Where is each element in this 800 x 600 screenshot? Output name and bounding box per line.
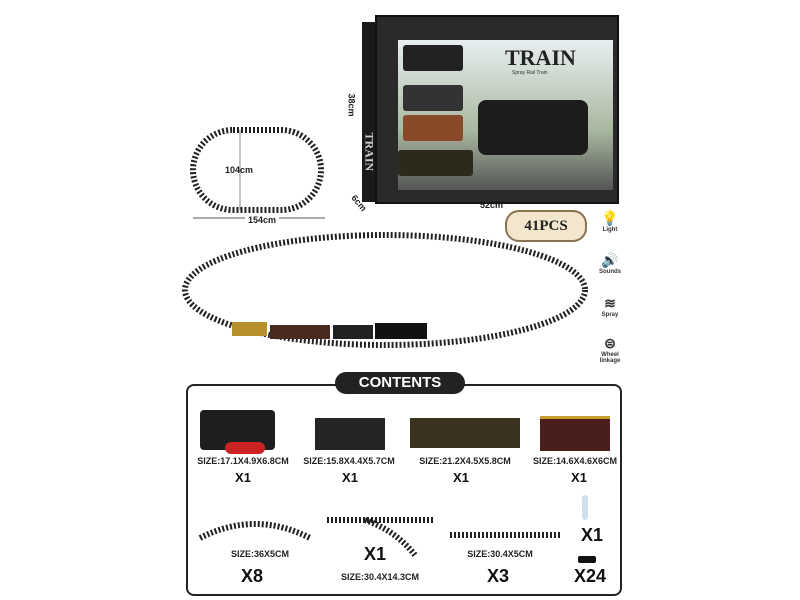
assembled-track: [182, 232, 588, 348]
layout-width: 154cm: [245, 215, 280, 225]
item-size: SIZE:14.6X4.6X6CM: [532, 456, 618, 466]
freight-car-image: [315, 418, 385, 450]
item-size: SIZE:36X5CM: [230, 549, 290, 559]
battery-connector-image: [578, 556, 596, 563]
coal-car-image: [270, 325, 330, 339]
item-qty: X1: [453, 470, 469, 485]
box-coal-car: [398, 150, 473, 176]
feature-sounds: 🔊Sounds: [595, 252, 625, 275]
box-passenger-car: [403, 115, 463, 141]
item-qty: X1: [580, 525, 604, 545]
wheel-icon: ⊜: [604, 335, 616, 351]
item-qty: X1: [363, 544, 387, 564]
box-width: 52cm: [480, 200, 504, 210]
box-subtitle: Spray Rail Train: [512, 70, 548, 76]
freight-car-image: [333, 325, 373, 339]
coal-car-image: [410, 418, 520, 448]
feature-spray: ≋Spray: [595, 295, 625, 318]
box-locomotive: [403, 45, 463, 71]
box-height: 38cm: [346, 93, 357, 117]
speaker-icon: 🔊: [601, 252, 619, 268]
box-side: TRAIN: [362, 22, 377, 202]
bulb-icon: 💡: [601, 210, 619, 226]
spray-icon: ≋: [604, 295, 616, 311]
item-qty: X3: [486, 566, 510, 586]
item-size: SIZE:21.2X4.5X5.8CM: [419, 456, 511, 466]
item-qty: X8: [240, 566, 264, 586]
feature-wheel-linkage: ⊜Wheel linkage: [595, 335, 625, 364]
box-engine-image: [478, 100, 588, 155]
straight-track-image: [450, 532, 560, 538]
item-size: SIZE:17.1X4.9X6.8CM: [197, 456, 289, 466]
item-size: SIZE:30.4X5CM: [467, 549, 533, 559]
passenger-car-image: [232, 322, 267, 336]
item-size: SIZE:15.8X4.4X5.7CM: [303, 456, 395, 466]
item-qty: X24: [573, 566, 607, 586]
contents-title: CONTENTS: [335, 372, 465, 394]
dropper-image: [582, 495, 588, 520]
box-freight-car: [403, 85, 463, 111]
piece-count-badge: 41PCS: [505, 210, 587, 242]
item-qty: X1: [235, 470, 251, 485]
feature-light: 💡Light: [595, 210, 625, 233]
switch-track-image: [327, 517, 435, 557]
box-art: [398, 40, 613, 190]
item-qty: X1: [342, 470, 358, 485]
box-title: TRAIN: [505, 45, 576, 70]
track-layout-diagram: [190, 127, 325, 219]
item-qty: X1: [571, 470, 587, 485]
passenger-car-image: [540, 416, 610, 451]
curved-track-image: [198, 521, 312, 541]
layout-height: 104cm: [225, 165, 254, 175]
locomotive-image: [200, 410, 275, 454]
item-size: SIZE:30.4X14.3CM: [340, 572, 420, 582]
locomotive-image: [375, 323, 427, 339]
